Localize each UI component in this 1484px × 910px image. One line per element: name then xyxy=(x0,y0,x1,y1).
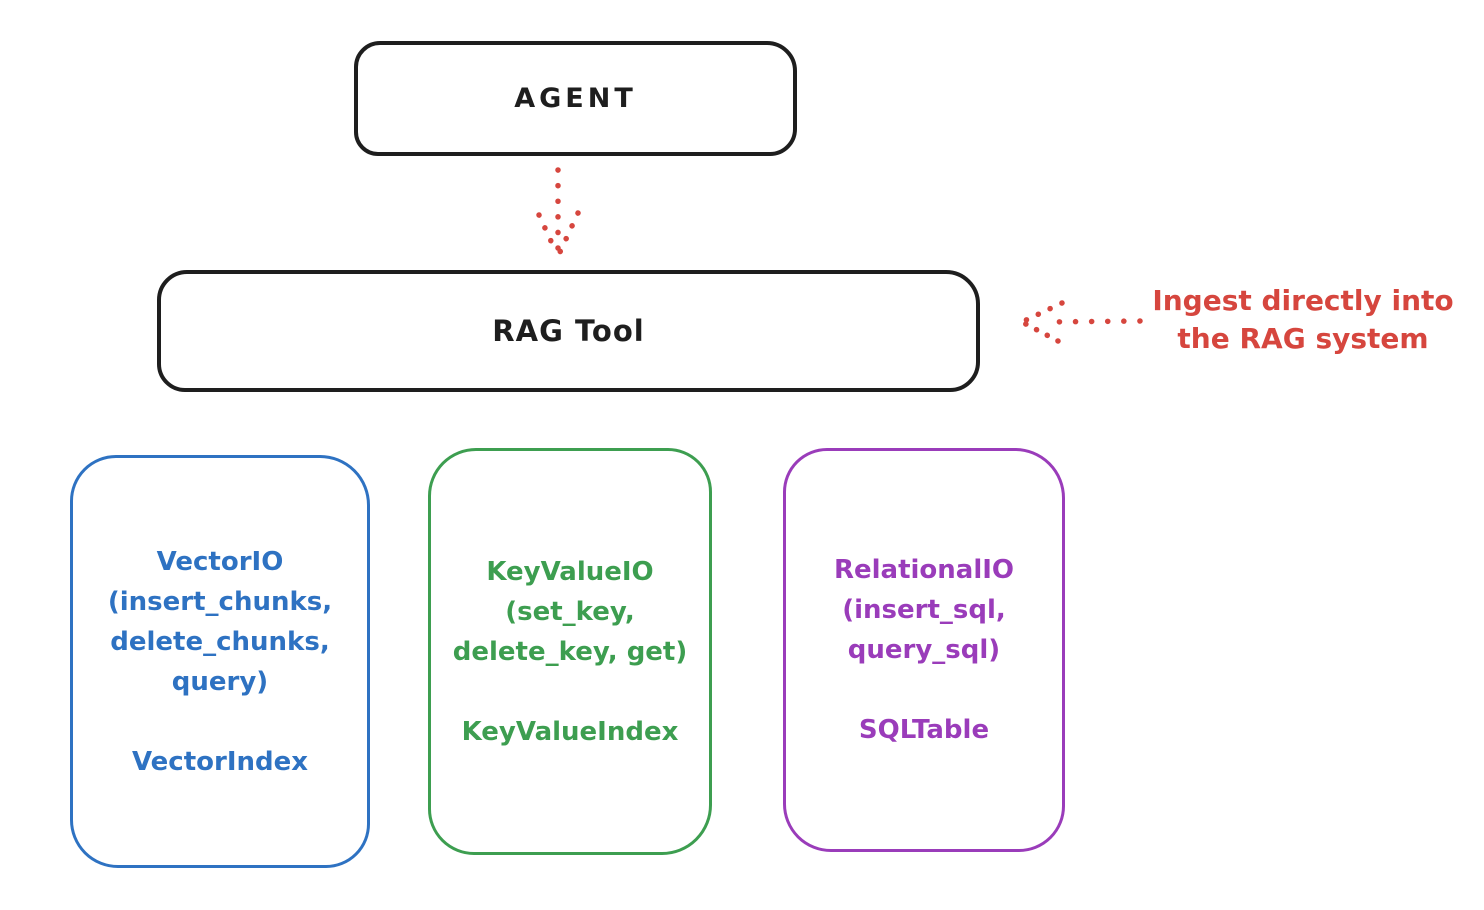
rag-tool-label: RAG Tool xyxy=(492,314,645,348)
key-value-io-line: delete_key, get) xyxy=(452,636,688,667)
arrow-annotation-to-rag-tool xyxy=(1019,300,1143,344)
rag-tool-node: RAG Tool xyxy=(157,270,980,392)
vector-index-label: VectorIndex xyxy=(131,746,309,777)
vector-io-line: (insert_chunks, xyxy=(107,586,333,617)
ingest-annotation-line-1: Ingest directly into xyxy=(1152,284,1454,317)
sql-table-label: SQLTable xyxy=(858,715,990,745)
agent-node: AGENT xyxy=(354,41,797,156)
vector-io-line: delete_chunks, xyxy=(110,626,330,657)
key-value-io-node: KeyValueIO (set_key, delete_key, get) Ke… xyxy=(428,448,712,855)
vector-io-line: VectorIO xyxy=(156,546,284,577)
vector-io-line: query) xyxy=(171,666,269,697)
ingest-annotation-line-2: the RAG system xyxy=(1177,322,1429,355)
relational-io-line: (insert_sql, xyxy=(842,595,1006,625)
key-value-io-line: KeyValueIO xyxy=(486,556,654,587)
key-value-io-line: (set_key, xyxy=(505,596,635,627)
ingest-annotation: Ingest directly into the RAG system xyxy=(1138,282,1468,358)
relational-io-line: RelationalIO xyxy=(833,555,1015,585)
arrow-agent-to-rag-tool xyxy=(536,167,581,255)
key-value-io-text: KeyValueIO (set_key, delete_key, get) Ke… xyxy=(453,552,688,752)
vector-io-text: VectorIO (insert_chunks, delete_chunks, … xyxy=(108,542,332,782)
relational-io-line: query_sql) xyxy=(847,635,1001,665)
vector-io-node: VectorIO (insert_chunks, delete_chunks, … xyxy=(70,455,370,868)
key-value-index-label: KeyValueIndex xyxy=(461,716,679,747)
relational-io-node: RelationalIO (insert_sql, query_sql) SQL… xyxy=(783,448,1065,852)
relational-io-text: RelationalIO (insert_sql, query_sql) SQL… xyxy=(834,550,1014,750)
agent-label: AGENT xyxy=(514,83,637,114)
